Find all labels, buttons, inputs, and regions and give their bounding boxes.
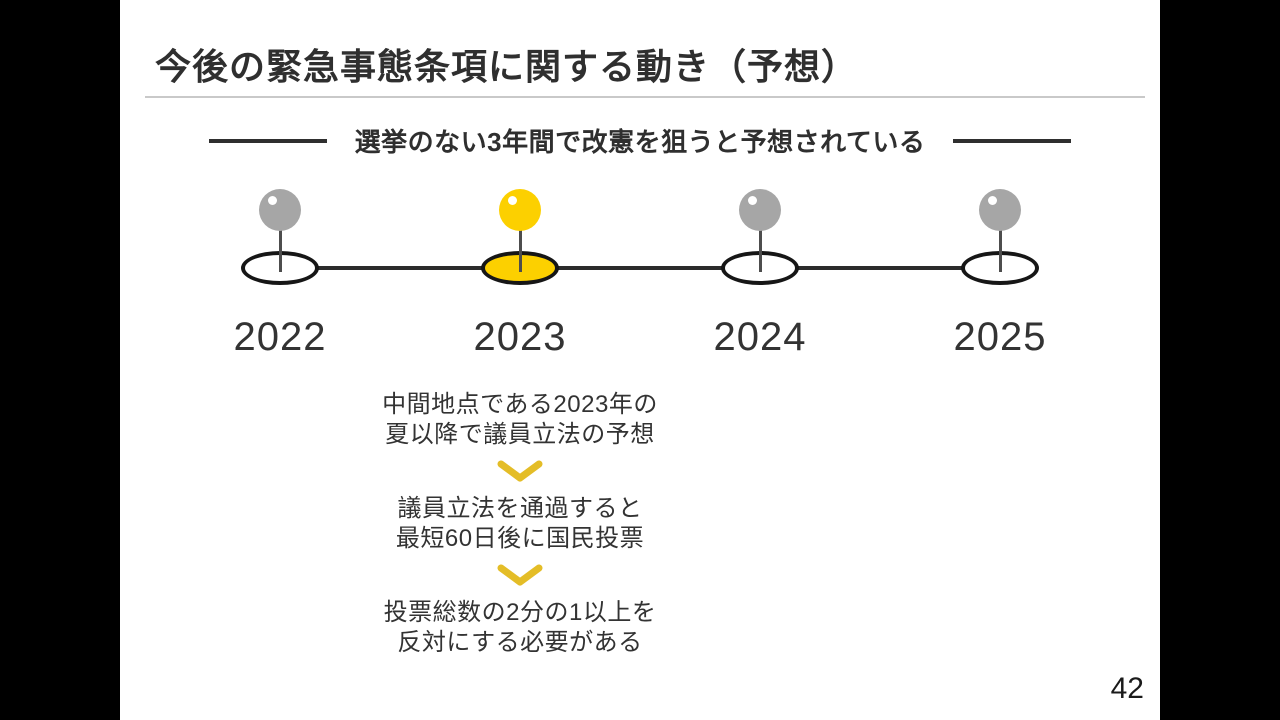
timeline: 2022 2023 2024 2025 <box>120 185 1160 380</box>
pin-stem <box>518 225 522 272</box>
flow-step-3-line-1: 投票総数の2分の1以上を <box>383 599 657 626</box>
letterbox-right <box>1160 0 1280 720</box>
flow-step-3: 投票総数の2分の1以上を 反対にする必要がある <box>384 598 657 658</box>
subtitle-left-line <box>208 138 327 143</box>
pin-stem <box>758 225 762 272</box>
flow-step-2-line-2: 最短60日後に国民投票 <box>395 525 645 552</box>
pin-stem <box>278 225 282 272</box>
prediction-flow: 中間地点である2023年の 夏以降で議員立法の予想 議員立法を通過すると 最短6… <box>280 390 760 658</box>
subtitle-text: 選挙のない3年間で改憲を狙うと予想されている <box>354 127 926 157</box>
flow-step-2-line-1: 議員立法を通過すると <box>397 495 643 522</box>
subtitle-banner: 選挙のない3年間で改憲を狙うと予想されている <box>120 122 1160 159</box>
timeline-pin-2023: 2023 <box>400 185 640 380</box>
flow-step-2: 議員立法を通過すると 最短60日後に国民投票 <box>396 494 644 554</box>
year-label: 2025 <box>953 315 1047 359</box>
title-divider <box>145 96 1145 98</box>
chevron-down-icon <box>497 564 543 586</box>
letterbox-left <box>0 0 120 720</box>
flow-step-1-line-2: 夏以降で議員立法の予想 <box>385 421 655 448</box>
pin-head-icon <box>499 189 541 231</box>
pin-head-icon <box>739 189 781 231</box>
slide-title: 今後の緊急事態条項に関する動き（予想） <box>155 46 859 87</box>
flow-step-1-line-1: 中間地点である2023年の <box>382 391 658 418</box>
flow-step-1: 中間地点である2023年の 夏以降で議員立法の予想 <box>382 390 658 450</box>
page-number: 42 <box>1110 672 1144 705</box>
year-label: 2023 <box>473 315 567 359</box>
slide: 今後の緊急事態条項に関する動き（予想） 選挙のない3年間で改憲を狙うと予想されて… <box>120 0 1160 720</box>
timeline-axis <box>280 266 1000 270</box>
pin-head-icon <box>259 189 301 231</box>
flow-step-3-line-2: 反対にする必要がある <box>397 629 643 656</box>
year-label: 2022 <box>233 315 327 359</box>
pin-stem <box>998 225 1002 272</box>
subtitle-right-line <box>953 138 1072 143</box>
pin-head-icon <box>979 189 1021 231</box>
timeline-pin-2022: 2022 <box>160 185 400 380</box>
chevron-down-icon <box>497 460 543 482</box>
timeline-pin-2024: 2024 <box>640 185 880 380</box>
year-label: 2024 <box>713 315 807 359</box>
timeline-pin-2025: 2025 <box>880 185 1120 380</box>
